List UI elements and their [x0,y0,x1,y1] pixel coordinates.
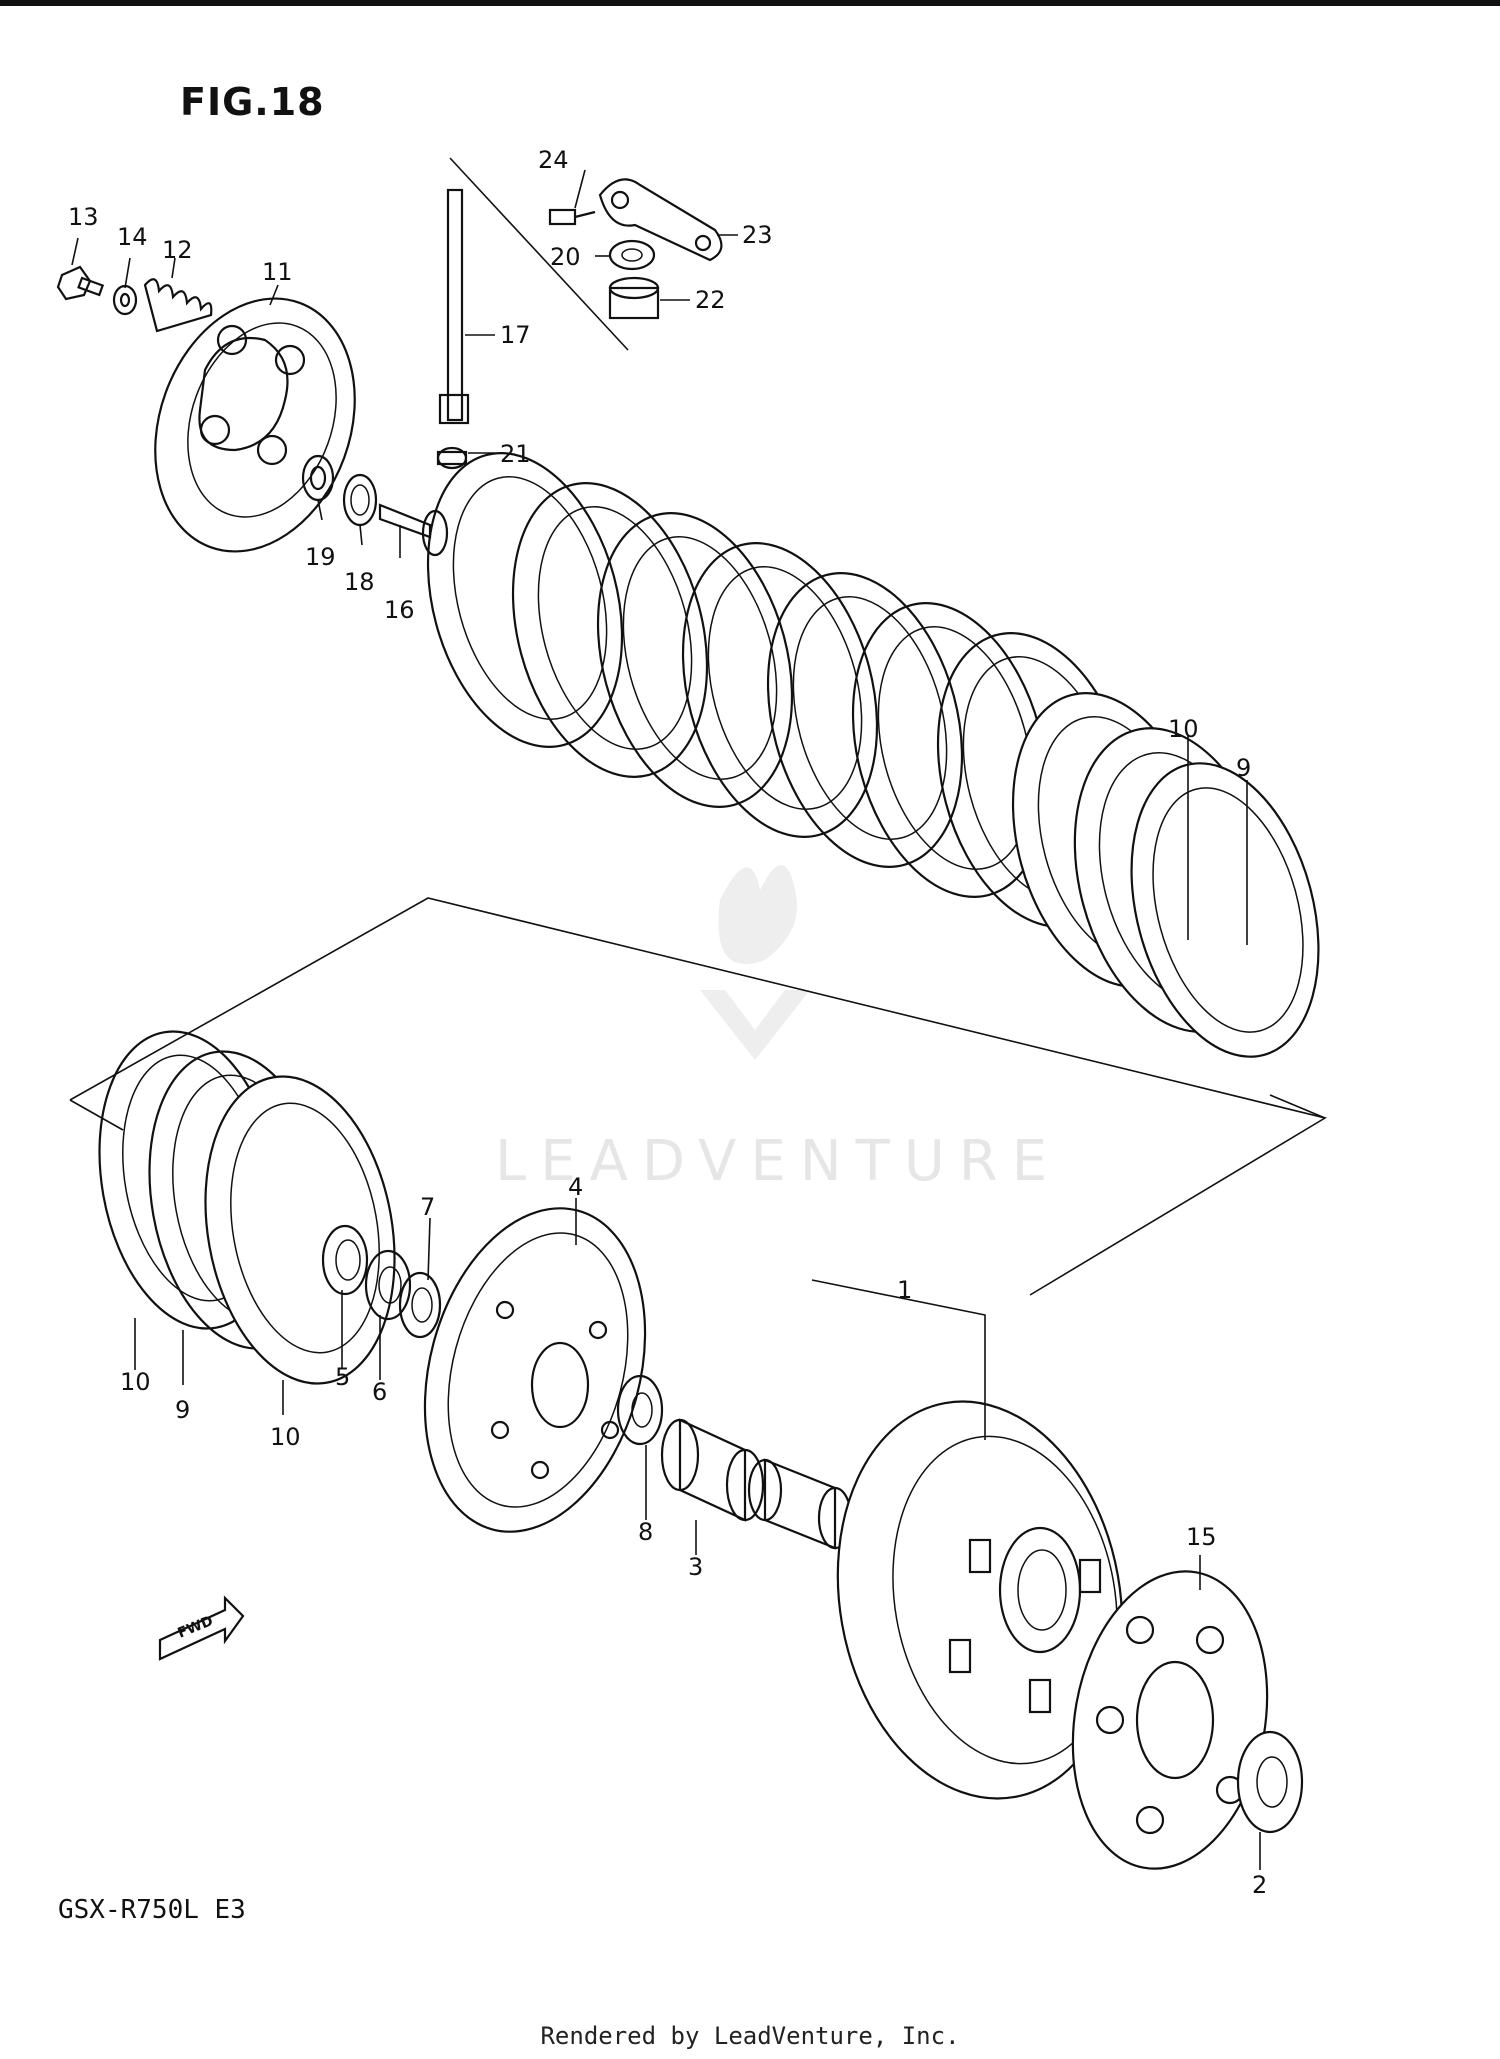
part-14-washer [112,284,138,316]
callout-1: 1 [897,1276,912,1304]
callout-24: 24 [538,146,569,174]
callout-3: 3 [688,1553,703,1581]
part-4-clutch-sleeve-hub [423,1207,647,1533]
spacer-sleeve [747,1458,853,1550]
callout-22: 22 [695,286,726,314]
clutch-plate-stack [426,452,1320,1058]
top-border [0,0,1500,6]
part-3-needle-bearing [660,1418,765,1522]
callout-2: 2 [1252,1871,1267,1899]
callout-18: 18 [344,568,375,596]
watermark: LEADVENTURE [495,865,1061,1194]
part-5-nut [321,1224,369,1296]
figure-title: FIG.18 [180,80,325,124]
part-20-bearing [608,239,656,271]
part-12-spring [143,278,213,333]
callout-9-left: 9 [175,1396,190,1424]
callout-10-left: 10 [120,1368,151,1396]
callout-20: 20 [550,243,581,271]
callout-15: 15 [1186,1523,1217,1551]
part-21-seal [436,446,468,470]
callout-10-mid: 10 [270,1423,301,1451]
part-6-lock-washer [364,1249,412,1321]
part-18-bearing [342,473,378,527]
part-15-starter-gear [1071,1570,1269,1870]
callout-17: 17 [500,321,531,349]
watermark-text: LEADVENTURE [495,1129,1061,1194]
part-16-push-piece [378,503,449,557]
part-23-lever [598,178,723,262]
group-bracket [69,897,1328,1296]
callout-14: 14 [117,223,148,251]
callout-10-top: 10 [1168,715,1199,743]
part-24-bolt [548,208,596,226]
callout-5: 5 [335,1363,350,1391]
callout-13: 13 [68,203,99,231]
model-code: GSX-R750L E3 [58,1895,246,1925]
leader-lines [71,169,1261,1870]
part-17-release-shaft [438,157,629,425]
fwd-arrow: FWD [158,1595,245,1661]
callout-16: 16 [384,596,415,624]
callout-6: 6 [372,1378,387,1406]
callout-23: 23 [742,221,773,249]
callout-12: 12 [162,236,193,264]
callout-21: 21 [500,440,531,468]
part-2-thrust-washer [1236,1730,1304,1834]
part-1-bracket [811,1279,986,1440]
callout-8: 8 [638,1518,653,1546]
part-22-bearing [608,276,660,320]
render-credit: Rendered by LeadVenture, Inc. [540,2022,960,2050]
part-11-pressure-plate [154,297,356,553]
callout-labels: 13 14 12 11 19 18 16 17 21 24 23 20 22 1… [68,146,1267,1899]
part-8-thrust-washer [616,1374,664,1446]
part-13-bolt [56,265,105,301]
lower-plate-group [98,1030,396,1385]
callout-19: 19 [305,543,336,571]
callout-11: 11 [262,258,293,286]
part-1-primary-driven-gear [836,1400,1124,1800]
callout-4: 4 [568,1173,583,1201]
part-7-washer [398,1271,442,1339]
callout-7: 7 [420,1193,435,1221]
callout-9-top: 9 [1236,754,1251,782]
fwd-label: FWD [176,1613,216,1642]
